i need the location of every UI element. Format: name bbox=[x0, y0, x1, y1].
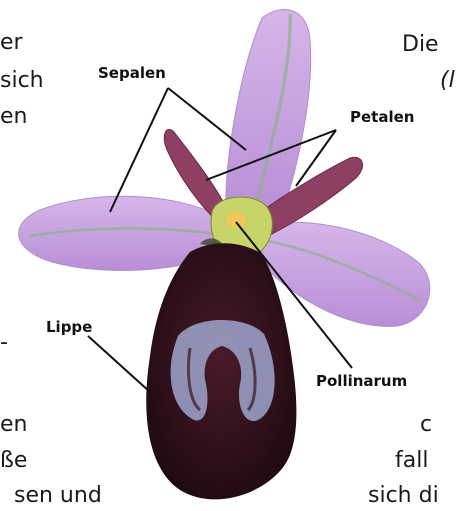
leader-lippe bbox=[88, 336, 150, 392]
orchid-flower-illustration bbox=[0, 0, 457, 500]
label-pollinarum: Pollinarum bbox=[316, 372, 407, 390]
leader-sepalen-to-lateral bbox=[110, 88, 168, 212]
right-sepal bbox=[258, 222, 430, 326]
label-petalen: Petalen bbox=[350, 108, 414, 126]
label-sepalen: Sepalen bbox=[98, 64, 166, 82]
label-lippe: Lippe bbox=[46, 318, 92, 336]
pollinarium bbox=[226, 212, 246, 228]
